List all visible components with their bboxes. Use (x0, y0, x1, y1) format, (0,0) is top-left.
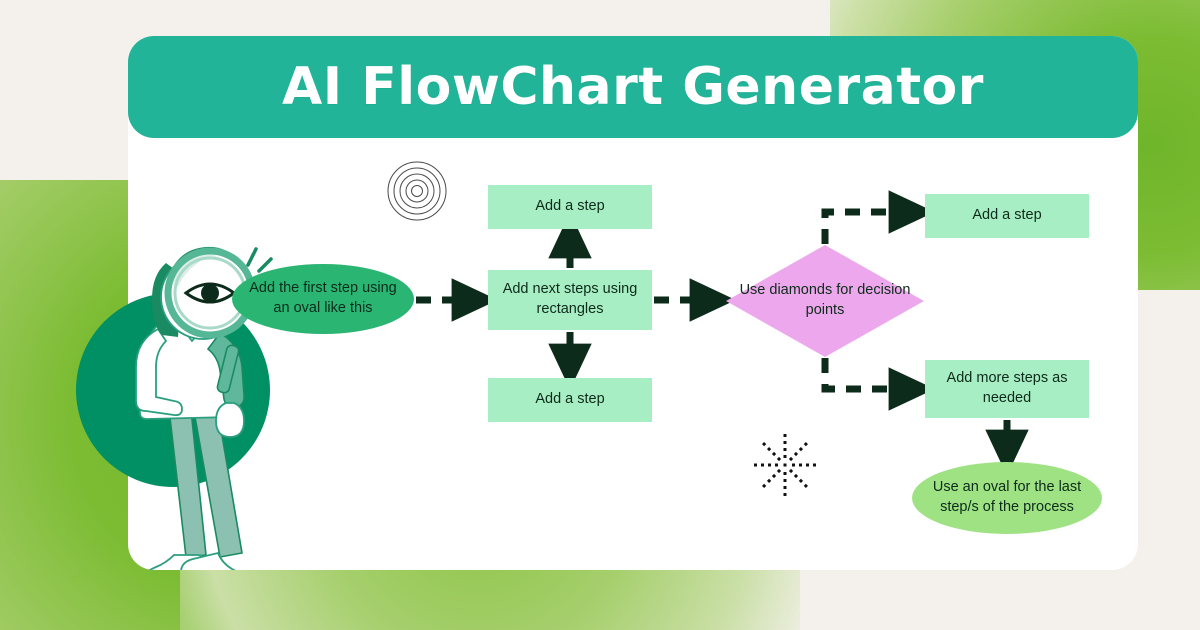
flow-node-rect-top-right[interactable]: Add a step (925, 194, 1089, 238)
flow-node-rect-bottom-right-label: Add more steps as needed (946, 370, 1068, 406)
flow-node-rect-bottom-label: Add a step (535, 391, 605, 408)
concentric-circles-icon (387, 161, 447, 221)
starburst-dots-icon (754, 434, 816, 496)
flow-node-rect-top-right-label: Add a step (972, 207, 1042, 224)
flow-node-rect-top[interactable]: Add a step (488, 185, 652, 229)
flow-node-end[interactable]: Use an oval for the last step/s of the p… (912, 462, 1102, 534)
page-title: AI FlowChart Generator (282, 57, 984, 117)
flow-node-rect-main-label: Add next steps using rectangles (502, 281, 638, 317)
flow-node-rect-bottom-right[interactable]: Add more steps as needed (925, 360, 1089, 418)
illustration-woman-with-magnifying-glass (76, 246, 283, 570)
flow-node-start-label: Add the first step using an oval like th… (249, 280, 397, 316)
flow-node-start[interactable]: Add the first step using an oval like th… (232, 264, 414, 334)
connector-decision-to-bottom-right (821, 358, 935, 411)
flow-node-decision-label: Use diamonds for decision points (739, 282, 911, 318)
flow-node-end-label: Use an oval for the last step/s of the p… (932, 479, 1082, 515)
flow-node-rect-main[interactable]: Add next steps using rectangles (488, 270, 652, 330)
flow-node-decision[interactable]: Use diamonds for decision points (726, 245, 924, 357)
flow-node-rect-bottom[interactable]: Add a step (488, 378, 652, 422)
flow-node-rect-top-label: Add a step (535, 198, 605, 215)
connector-decision-to-top-right (821, 190, 935, 244)
header-banner: AI FlowChart Generator (128, 36, 1138, 138)
